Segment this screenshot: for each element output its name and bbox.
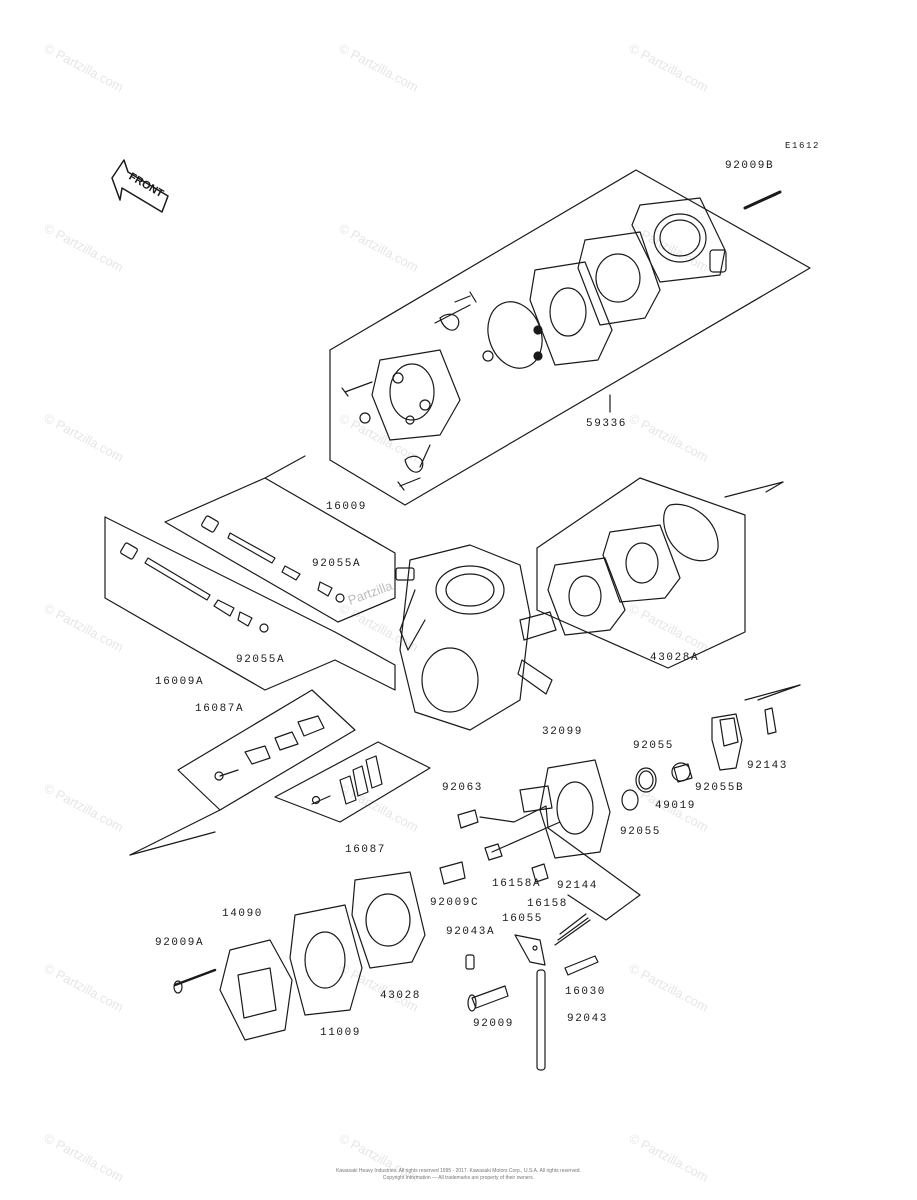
- group-43028A-frame: [536, 477, 784, 669]
- copyright-line: Kawasaki Heavy Industries. All rights re…: [336, 1168, 581, 1174]
- copyright-line: Copyright Information — All trademarks a…: [382, 1175, 535, 1181]
- part-label-92063[interactable]: 92063: [442, 782, 484, 794]
- part-label-16087A[interactable]: 16087A: [195, 703, 245, 715]
- part-label-92055[interactable]: 92055: [620, 826, 662, 838]
- group-16087-frame: [274, 741, 431, 823]
- lever-16055: [514, 934, 546, 966]
- cap-92055B-part: [711, 713, 743, 771]
- cover-14090-part: [219, 939, 293, 1041]
- group-59336-frame: [264, 169, 811, 506]
- part-label-92043A[interactable]: 92043A: [446, 926, 496, 938]
- diaphragm-ring-part: [487, 301, 543, 369]
- pump-internal-leaders: [479, 805, 641, 921]
- oring-92055-parts: [621, 762, 693, 811]
- front-arrow-icon: FRONT: [111, 159, 169, 213]
- leader-lines-top: [419, 190, 782, 468]
- part-label-49019[interactable]: 49019: [655, 800, 697, 812]
- screw-92009C: [439, 861, 466, 885]
- part-label-92144[interactable]: 92144: [557, 880, 599, 892]
- part-label-16009A[interactable]: 16009A: [155, 676, 205, 688]
- part-label-16158A[interactable]: 16158A: [492, 878, 542, 890]
- part-label-92043[interactable]: 92043: [567, 1013, 609, 1025]
- small-screws: [341, 291, 494, 491]
- needle-16030: [564, 955, 599, 976]
- part-label-16009[interactable]: 16009: [326, 501, 368, 513]
- spring-92144: [554, 913, 591, 946]
- part-label-92055A[interactable]: 92055A: [312, 558, 362, 570]
- part-label-92055A[interactable]: 92055A: [236, 654, 286, 666]
- needle-parts-16087: [311, 755, 383, 805]
- pump-cover-32099-part: [519, 759, 611, 859]
- mixture-screw-16009A: [120, 542, 269, 633]
- pump-cover-part: [631, 197, 727, 283]
- mixture-screw-16009: [201, 515, 345, 603]
- screw-16158A: [484, 843, 503, 861]
- part-label-92143[interactable]: 92143: [747, 760, 789, 772]
- part-label-43028A[interactable]: 43028A: [650, 652, 700, 664]
- group-16009-frame: [164, 477, 396, 623]
- part-label-32099[interactable]: 32099: [542, 726, 584, 738]
- needle-valve-parts-16087A: [214, 715, 325, 781]
- gasket-part: [577, 231, 661, 326]
- part-label-92009C[interactable]: 92009C: [430, 897, 480, 909]
- part-label-16055[interactable]: 16055: [502, 913, 544, 925]
- screw-16158: [531, 863, 549, 883]
- part-label-14090[interactable]: 14090: [222, 908, 264, 920]
- part-label-16030[interactable]: 16030: [565, 986, 607, 998]
- diaphragm-43028-part: [351, 871, 426, 969]
- part-label-11009[interactable]: 11009: [320, 1027, 362, 1039]
- part-label-43028[interactable]: 43028: [380, 990, 422, 1002]
- screw-92063: [457, 809, 479, 829]
- part-label-16158[interactable]: 16158: [527, 898, 569, 910]
- screw-92009A: [173, 968, 217, 994]
- part-label-92009[interactable]: 92009: [473, 1018, 515, 1030]
- center-watermark: Partzilla: [346, 578, 395, 608]
- group-16087A-frame: [129, 689, 356, 856]
- part-label-92009B[interactable]: 92009B: [725, 160, 775, 172]
- gasket-43028A-parts: [547, 503, 719, 636]
- carburetor-body-part: [395, 544, 557, 731]
- front-arrow-label: FRONT: [127, 171, 166, 200]
- group-16009A-frame: [104, 516, 396, 691]
- screw-92009: [467, 985, 509, 1012]
- gasket-11009-part: [289, 904, 363, 1016]
- part-label-92055B[interactable]: 92055B: [695, 782, 745, 794]
- clip-92143-part: [744, 684, 801, 735]
- part-label-59336[interactable]: 59336: [586, 418, 628, 430]
- pin-92043A: [465, 954, 475, 970]
- diaphragm-part: [529, 261, 613, 366]
- part-label-16087[interactable]: 16087: [345, 844, 387, 856]
- part-label-92055[interactable]: 92055: [633, 740, 675, 752]
- pump-body-part: [371, 349, 461, 441]
- part-label-92009A[interactable]: 92009A: [155, 937, 205, 949]
- shaft-92043: [536, 969, 546, 1071]
- diagram-id: E1612: [785, 141, 821, 151]
